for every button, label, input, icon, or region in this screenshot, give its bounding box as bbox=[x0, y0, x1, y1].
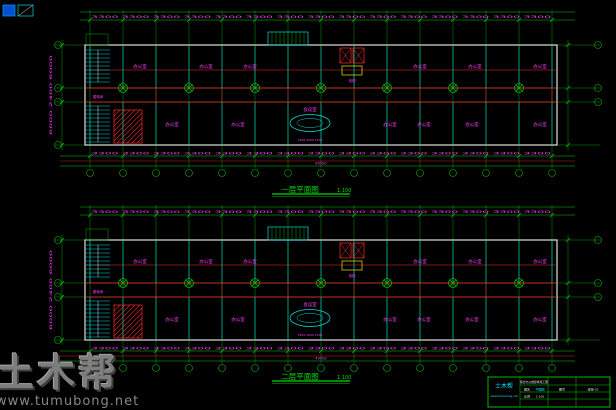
title-block-company: 土木帮 bbox=[495, 382, 513, 390]
title-block-scale: 1:100 bbox=[536, 395, 545, 399]
floor-plan-top: 一层平面图 1:100 bbox=[49, 10, 602, 197]
corner-symbol bbox=[2, 4, 34, 17]
caption-bottom-scale: 1:100 bbox=[337, 375, 351, 381]
title-block: 土木帮 www.tumubong.net 综合办公楼建筑施工图 图名 平面图 比… bbox=[487, 376, 611, 408]
caption-top: 一层平面图 bbox=[281, 185, 319, 194]
title-block-scale-label: 比例 bbox=[524, 394, 530, 399]
caption-bottom: 二层平面图 bbox=[281, 372, 319, 381]
title-block-site: www.tumubong.net bbox=[490, 394, 518, 398]
title-block-grid bbox=[519, 377, 610, 407]
floor-plan-top-instance bbox=[49, 10, 602, 177]
title-block-no: 建施-02 bbox=[588, 387, 599, 392]
title-block-no-label: 图号 bbox=[559, 387, 565, 392]
title-block-project: 综合办公楼建筑施工图 bbox=[520, 380, 548, 384]
floor-plan-bottom: 二层平面图 1:100 bbox=[49, 205, 602, 384]
title-block-drawing-label: 图名 bbox=[524, 387, 530, 392]
title-block-drawing: 平面图 bbox=[535, 388, 544, 392]
floor-plan-bottom-instance bbox=[49, 205, 602, 372]
caption-top-scale: 1:100 bbox=[337, 188, 351, 194]
